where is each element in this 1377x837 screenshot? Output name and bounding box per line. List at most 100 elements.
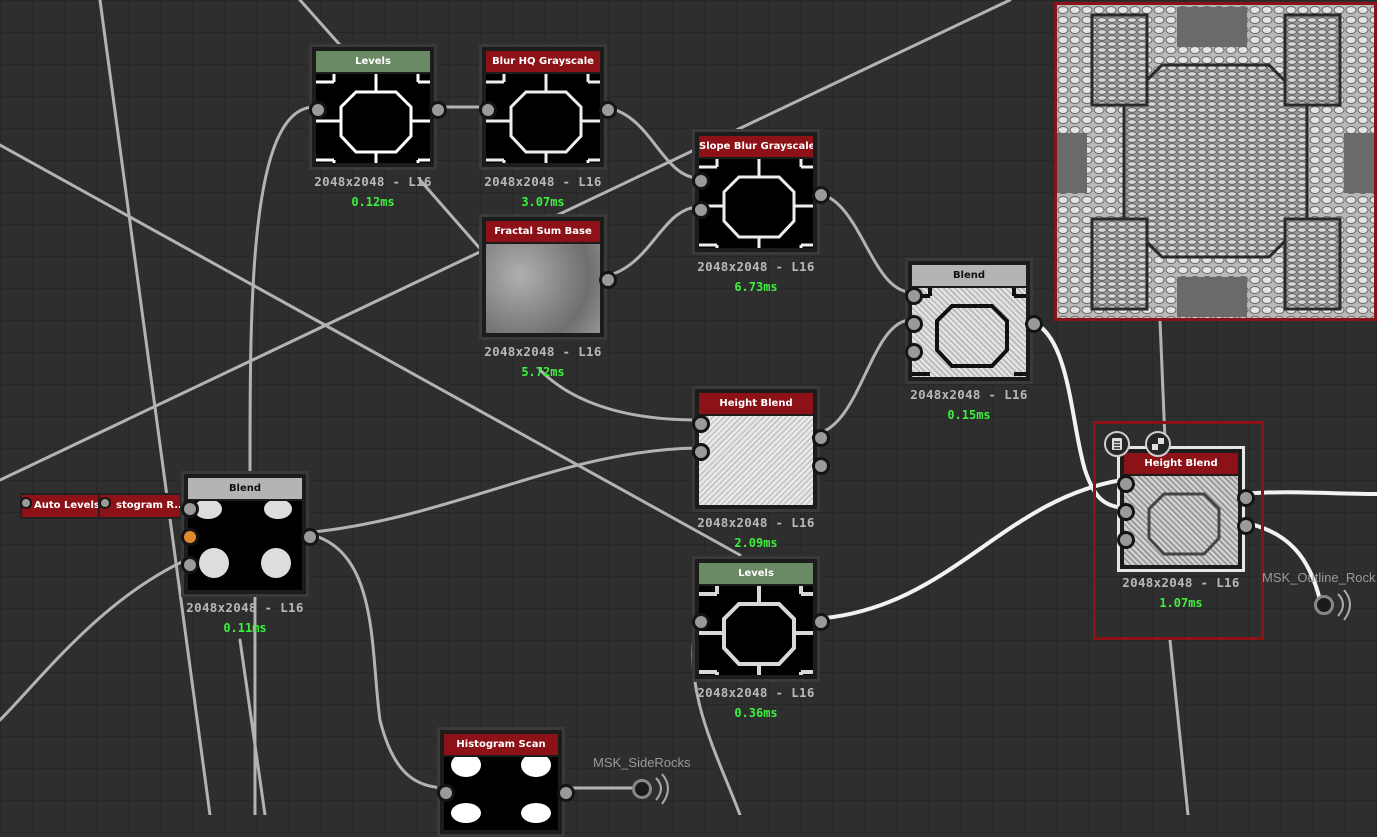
output-port[interactable] (812, 613, 830, 631)
node-slope-blur[interactable]: Slope Blur Grayscale (692, 129, 830, 255)
node-slope-blur-info: 2048x2048 - L16 6.73ms (691, 259, 821, 294)
node-time: 1.07ms (1159, 596, 1203, 610)
node-fractal-sum-info: 2048x2048 - L16 5.72ms (478, 344, 608, 379)
node-thumbnail (316, 74, 430, 163)
node-resolution: 2048x2048 - L16 (186, 600, 304, 615)
node-thumbnail (486, 244, 600, 333)
node-levels-top[interactable]: Levels (309, 44, 447, 170)
input-port[interactable] (181, 556, 199, 574)
input-port[interactable] (437, 784, 455, 802)
node-thumbnail (444, 757, 558, 830)
node-blend-mid[interactable]: Blend (905, 258, 1043, 384)
node-thumbnail (486, 74, 600, 163)
output-port[interactable] (429, 101, 447, 119)
output-port[interactable] (1025, 315, 1043, 333)
output-port[interactable] (599, 271, 617, 289)
auto-levels-port[interactable] (20, 497, 32, 509)
input-port[interactable] (1117, 531, 1135, 549)
node-resolution: 2048x2048 - L16 (697, 515, 815, 530)
output-port[interactable] (1237, 489, 1255, 507)
output-node-port[interactable] (632, 779, 652, 799)
node-title: Blend (188, 478, 302, 499)
input-port[interactable] (1117, 503, 1135, 521)
wire (812, 191, 912, 294)
node-title: Slope Blur Grayscale (699, 136, 813, 157)
output-node-port[interactable] (1314, 595, 1334, 615)
node-resolution: 2048x2048 - L16 (314, 174, 432, 189)
output-port[interactable] (1237, 517, 1255, 535)
preview-texture (1057, 5, 1374, 318)
input-port[interactable] (1117, 475, 1135, 493)
wire (1158, 318, 1167, 442)
input-port[interactable] (692, 443, 710, 461)
input-port[interactable] (905, 343, 923, 361)
node-levels-top-info: 2048x2048 - L16 0.12ms (308, 174, 438, 209)
list-icon[interactable] (1104, 431, 1130, 457)
wire (599, 205, 699, 279)
input-port-active[interactable] (181, 528, 199, 546)
node-thumbnail (699, 586, 813, 675)
node-histogram-scan[interactable]: Histogram Scan (437, 727, 575, 837)
output-signal-icon (655, 773, 669, 805)
auto-levels-node[interactable]: Auto Levels (20, 493, 102, 519)
output-port[interactable] (599, 101, 617, 119)
node-title: Height Blend (1124, 453, 1238, 474)
input-port[interactable] (309, 101, 327, 119)
node-resolution: 2048x2048 - L16 (1122, 575, 1240, 590)
node-levels-bottom-info: 2048x2048 - L16 0.36ms (691, 685, 821, 720)
wire (1238, 520, 1322, 602)
input-port[interactable] (692, 415, 710, 433)
input-port[interactable] (692, 201, 710, 219)
output-port[interactable] (812, 457, 830, 475)
checker-icon[interactable] (1145, 431, 1171, 457)
node-height-blend-mid[interactable]: Height Blend (692, 386, 830, 512)
node-resolution: 2048x2048 - L16 (697, 685, 815, 700)
output-port[interactable] (301, 528, 319, 546)
wire (1025, 318, 1124, 510)
node-resolution: 2048x2048 - L16 (484, 174, 602, 189)
node-title: Height Blend (699, 393, 813, 414)
input-port[interactable] (905, 315, 923, 333)
node-blur-hq-info: 2048x2048 - L16 3.07ms (478, 174, 608, 209)
wire (0, 143, 742, 557)
node-fractal-sum[interactable]: Fractal Sum Base (479, 214, 617, 340)
node-blend-left[interactable]: Blend (181, 471, 319, 597)
histogram-range-port[interactable] (99, 497, 111, 509)
output-port[interactable] (812, 186, 830, 204)
input-port[interactable] (181, 500, 199, 518)
node-title: Blur HQ Grayscale (486, 51, 600, 72)
node-thumbnail (699, 159, 813, 248)
node-time: 5.72ms (521, 365, 565, 379)
node-levels-bottom[interactable]: Levels (692, 556, 830, 682)
node-thumbnail (912, 288, 1026, 377)
node-height-blend-right[interactable]: Height Blend (1117, 446, 1255, 572)
wire (812, 478, 1124, 621)
tile-pattern (699, 586, 813, 675)
input-port[interactable] (905, 287, 923, 305)
node-time: 0.36ms (734, 706, 778, 720)
input-port[interactable] (479, 101, 497, 119)
output-port[interactable] (812, 429, 830, 447)
node-resolution: 2048x2048 - L16 (484, 344, 602, 359)
output-label: MSK_SideRocks (593, 755, 691, 770)
node-blend-mid-info: 2048x2048 - L16 0.15ms (904, 387, 1034, 422)
node-thumbnail (699, 416, 813, 505)
wire (238, 638, 267, 815)
histogram-range-node[interactable]: stogram R... (98, 493, 182, 519)
wire (599, 105, 699, 180)
list-glyph (1112, 438, 1122, 450)
output-port[interactable] (557, 784, 575, 802)
wire (538, 368, 699, 422)
node-time: 2.09ms (734, 536, 778, 550)
input-port[interactable] (692, 613, 710, 631)
node-thumbnail (1124, 476, 1238, 565)
node-time: 0.12ms (351, 195, 395, 209)
input-port[interactable] (692, 172, 710, 190)
node-blur-hq[interactable]: Blur HQ Grayscale (479, 44, 617, 170)
node-blend-left-info: 2048x2048 - L16 0.11ms (180, 600, 310, 635)
checker-glyph (1152, 438, 1164, 450)
tile-pattern (699, 159, 813, 248)
selection-frame (1093, 421, 1264, 640)
texture-preview[interactable] (1054, 2, 1377, 321)
node-title: Histogram Scan (444, 734, 558, 755)
